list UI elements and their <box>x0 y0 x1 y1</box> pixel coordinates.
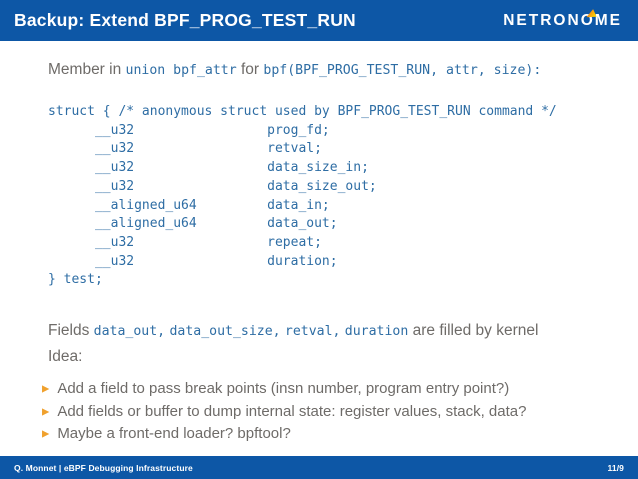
idea-label: Idea: <box>48 348 83 365</box>
fields-line: Fields data_out, data_out_size, retval, … <box>48 322 538 340</box>
inline-code: bpf(BPF_PROG_TEST_RUN, attr, size): <box>263 63 542 78</box>
logo-text-prefix: NETRON <box>503 11 581 29</box>
idea-bullet-list: ▶ Add a field to pass break points (insn … <box>42 379 526 447</box>
text-segment: Member in <box>48 61 126 78</box>
triangle-bullet-icon: ▶ <box>42 428 50 440</box>
triangle-bullet-icon: ▶ <box>42 383 50 395</box>
intro-line: Member in union bpf_attr for bpf(BPF_PRO… <box>48 61 541 79</box>
inline-code: data_out, <box>93 324 166 339</box>
bullet-text: Maybe a front-end loader? bpftool? <box>57 425 291 442</box>
footer-page-number: 11/9 <box>607 462 624 473</box>
logo-letter-o: O <box>581 12 595 30</box>
triangle-bullet-icon: ▶ <box>42 406 50 417</box>
slide-title: Backup: Extend BPF_PROG_TEST_RUN <box>14 10 356 30</box>
footer-author-text: Q. Monnet | eBPF Debugging Infrastructur… <box>14 462 193 473</box>
inline-code: union bpf_attr <box>125 63 237 78</box>
inline-code: duration <box>344 324 409 339</box>
bullet-item: ▶ Add a field to pass break points (insn … <box>42 379 526 402</box>
text-segment: Fields <box>48 322 94 339</box>
bullet-text: Add a field to pass break points (insn n… <box>57 380 510 397</box>
inline-code: retval, <box>284 324 341 339</box>
bullet-item: ▶ Add fields or buffer to dump internal s… <box>42 402 526 425</box>
bullet-item: ▶ Maybe a front-end loader? bpftool? <box>42 424 526 447</box>
slide-footer-bar: Q. Monnet | eBPF Debugging Infrastructur… <box>0 456 638 479</box>
text-segment: for <box>236 61 264 78</box>
inline-code: data_out_size, <box>169 324 281 339</box>
text-segment: are filled by kernel <box>408 322 539 339</box>
bullet-text: Add fields or buffer to dump internal st… <box>57 402 527 420</box>
logo-text-suffix: ME <box>594 11 622 29</box>
struct-code-block: struct { /* anonymous struct used by BPF… <box>48 104 557 288</box>
